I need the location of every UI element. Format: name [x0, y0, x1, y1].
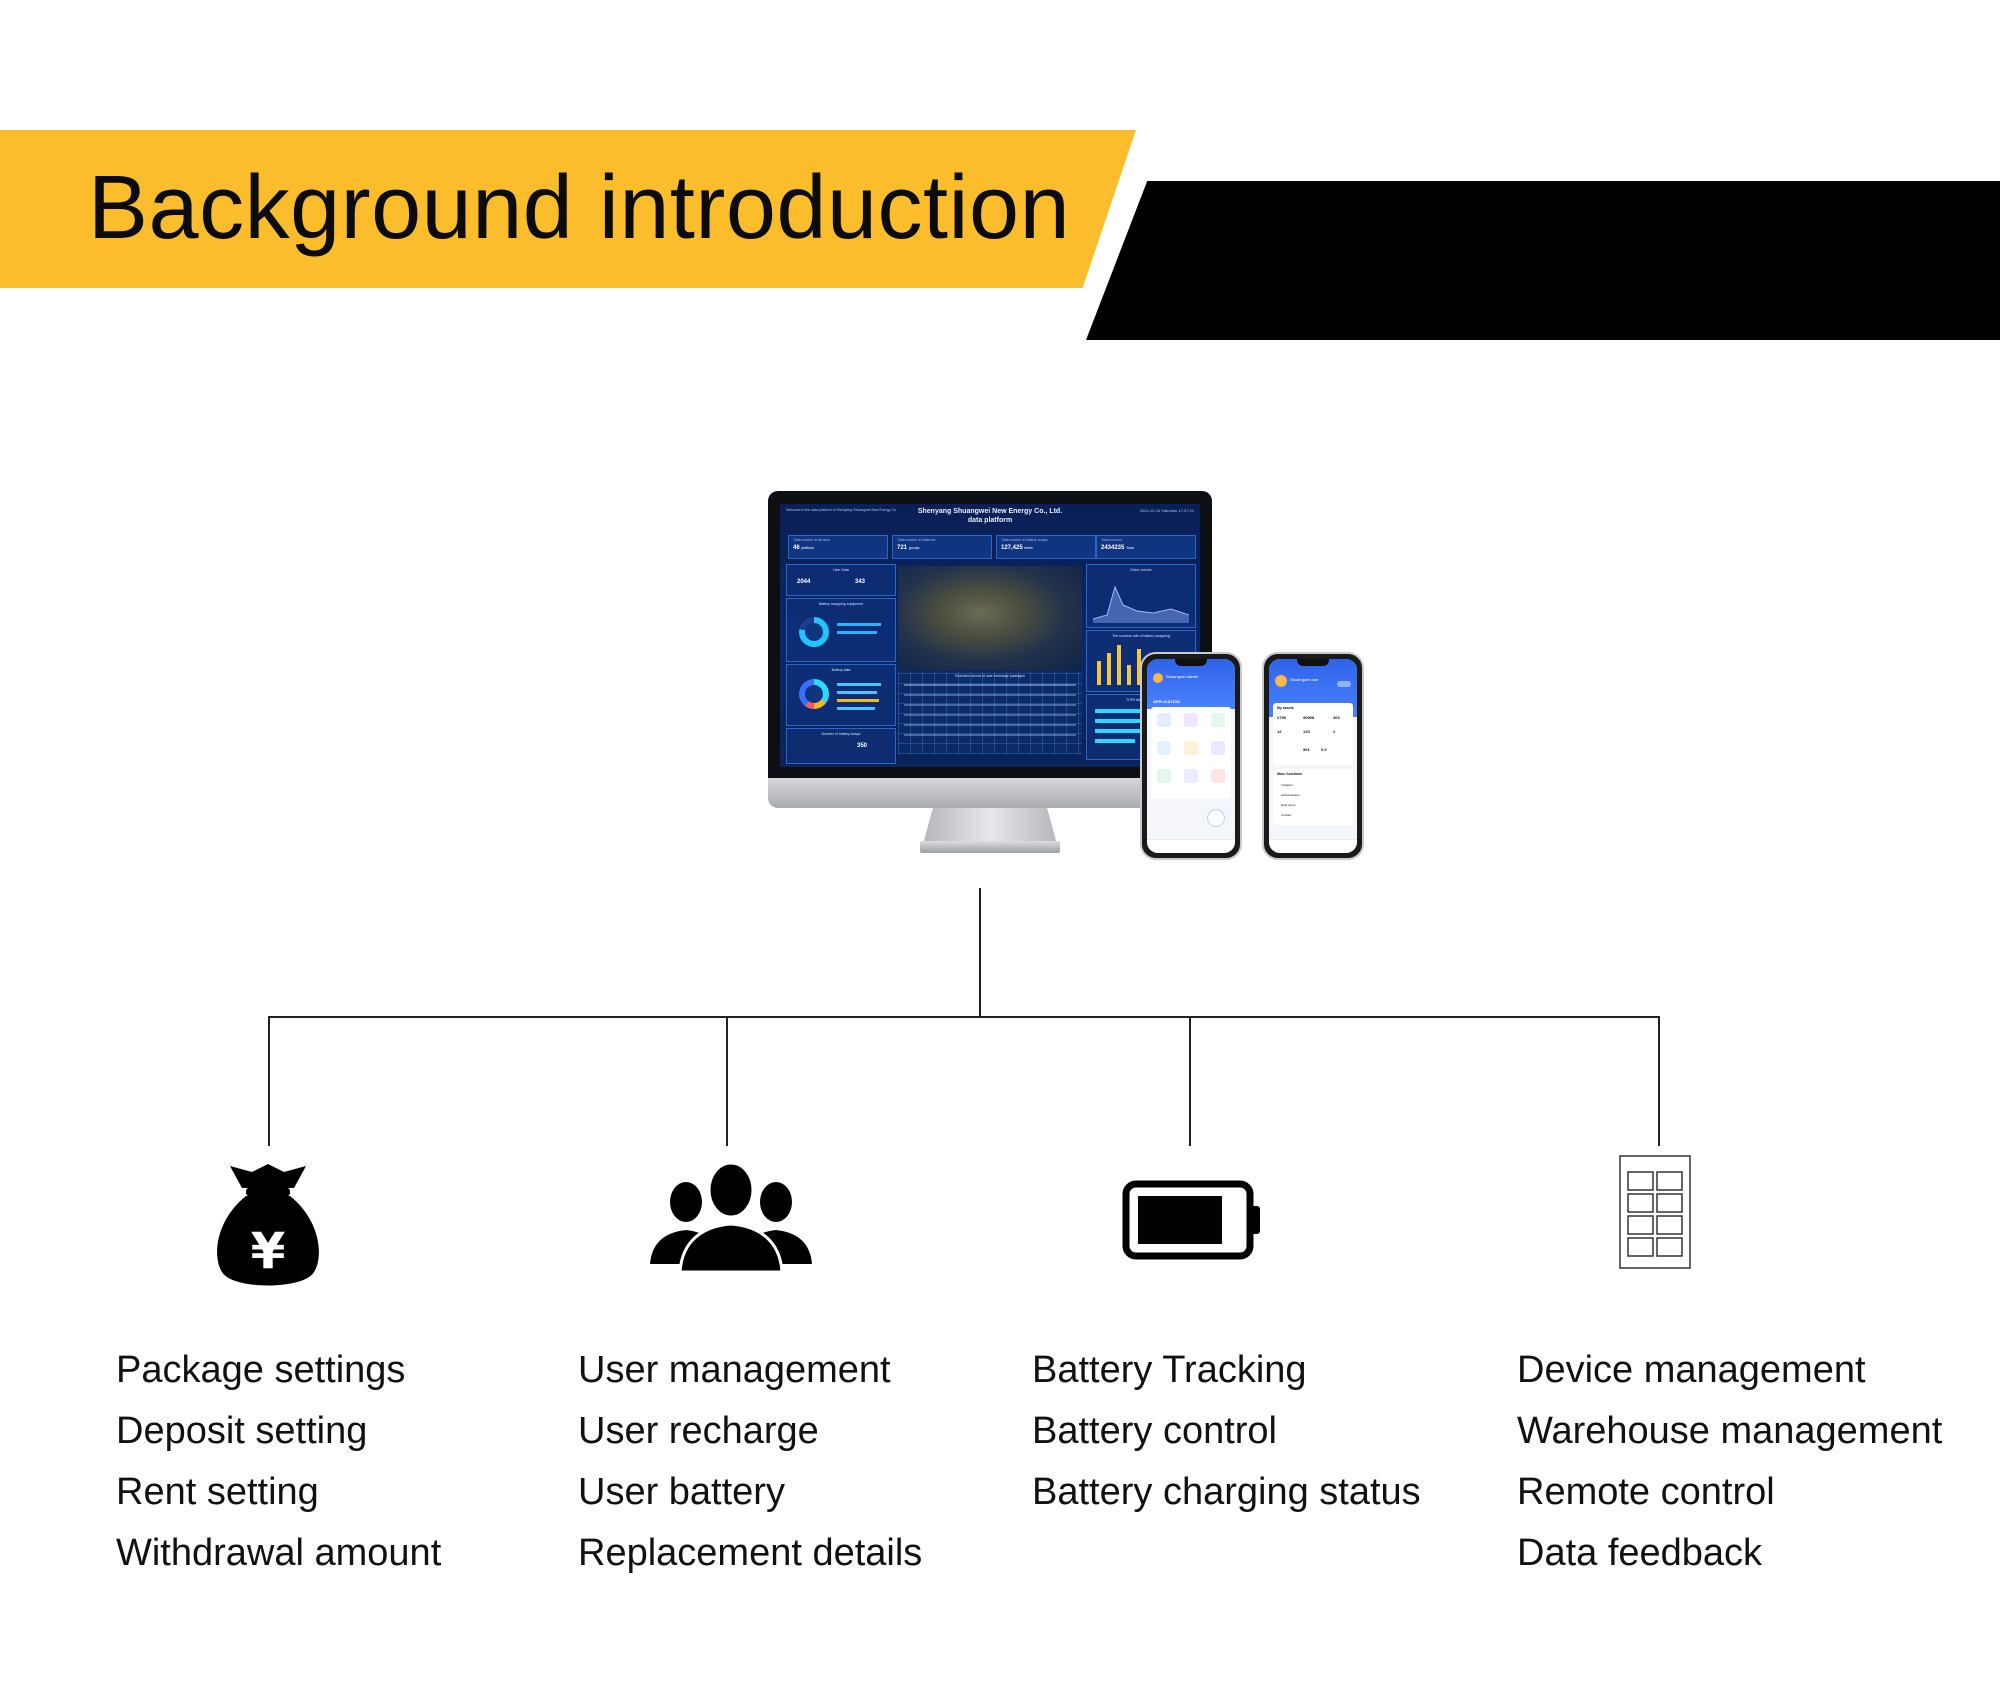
phone-user-app: Shuangwei user My assets 2758 90908 363 …	[1262, 652, 1364, 860]
dashboard-title: Shenyang Shuangwei New Energy Co., Ltd. …	[917, 508, 1063, 524]
feature-item: User management	[578, 1349, 891, 1391]
phone-admin-app: Shuangwei admin APPLICATION	[1140, 652, 1242, 860]
feature-item: Remote control	[1517, 1471, 1775, 1513]
monitor-illustration: Welcome to the data platform of Shenyang…	[768, 491, 1212, 861]
feature-item: Device management	[1517, 1349, 1866, 1391]
feature-item: Package settings	[116, 1349, 406, 1391]
panel-user-data: User Data 2044 343	[786, 564, 896, 596]
feature-list-battery: Battery Tracking Battery control Battery…	[1032, 1340, 1421, 1523]
phone-user-screen: Shuangwei user My assets 2758 90908 363 …	[1269, 659, 1357, 853]
dashboard-screen: Welcome to the data platform of Shenyang…	[780, 504, 1200, 767]
my-assets-card: My assets 2758 90908 363 12 129 2 501 0.…	[1273, 703, 1353, 765]
user-name: Shuangwei user	[1290, 677, 1319, 682]
monitor-chin	[768, 778, 1212, 808]
feature-item: Withdrawal amount	[116, 1532, 442, 1574]
connector-branch-1	[268, 1016, 270, 1146]
feature-item: Battery control	[1032, 1410, 1277, 1452]
panel-battery-swaps: Number of battery swaps 350	[786, 728, 896, 764]
stat-card-devices: Total number of devices 46 platform	[788, 535, 888, 559]
feature-item: Warehouse management	[1517, 1410, 1943, 1452]
stat-card-swaps: Total number of battery swaps 127,425 ti…	[996, 535, 1096, 559]
donut-chart-battery	[799, 679, 829, 709]
tile-equipment	[1157, 713, 1171, 727]
section-label: APPLICATION	[1153, 699, 1180, 704]
feature-item: Battery charging status	[1032, 1471, 1421, 1513]
user-avatar	[1275, 675, 1287, 687]
feature-item: User battery	[578, 1471, 785, 1513]
feature-item: Deposit setting	[116, 1410, 368, 1452]
connector-branch-4	[1658, 1016, 1660, 1146]
panel-battery-swapping: Battery swapping equipment	[786, 598, 896, 662]
area-chart	[1093, 585, 1189, 623]
admin-tile-grid	[1151, 707, 1231, 799]
tile-distribution	[1157, 769, 1171, 783]
tile-change-record	[1184, 769, 1198, 783]
header-banner-yellow	[0, 130, 1136, 288]
phone-admin-header	[1147, 659, 1235, 709]
feature-list-users: User management User recharge User batte…	[578, 1340, 922, 1584]
phone-admin-screen: Shuangwei admin APPLICATION	[1147, 659, 1235, 853]
connector-branch-3	[1189, 1016, 1191, 1146]
battery-icon	[1122, 1180, 1260, 1260]
map-view	[898, 566, 1082, 671]
records-table: Real-time record of user exchange packag…	[898, 672, 1082, 754]
tile-user	[1211, 713, 1225, 727]
float-button	[1207, 809, 1225, 827]
tab-bar	[1147, 839, 1235, 853]
feature-item: Replacement details	[578, 1532, 923, 1574]
feature-item: Battery Tracking	[1032, 1349, 1307, 1391]
monitor-base	[920, 841, 1060, 853]
feature-item: Data feedback	[1517, 1532, 1763, 1574]
stat-card-turnover: Total turnover 2434235 Yuan	[1096, 535, 1196, 559]
tile-store	[1184, 741, 1198, 755]
donut-chart	[799, 617, 829, 647]
connector-trunk	[979, 888, 981, 1017]
connector-horizontal	[268, 1016, 1660, 1018]
connector-branch-2	[726, 1016, 728, 1146]
svg-text:¥: ¥	[251, 1222, 286, 1280]
user-tab-bar	[1269, 839, 1357, 853]
tile-marketing	[1211, 769, 1225, 783]
tile-charge	[1157, 741, 1171, 755]
feature-list-device: Device management Warehouse management R…	[1517, 1340, 1942, 1584]
feature-item: User recharge	[578, 1410, 819, 1452]
user-group-icon	[650, 1161, 812, 1272]
page-title: Background introduction	[88, 158, 1071, 258]
tile-operation	[1184, 713, 1198, 727]
admin-name: Shuangwei admin	[1166, 674, 1198, 679]
cabinet-icon	[1619, 1155, 1691, 1269]
tile-battery	[1211, 741, 1225, 755]
panel-order-volume: Order volume	[1086, 564, 1196, 628]
more-functions-card: More functions Invitation authentication…	[1273, 769, 1353, 825]
header-banner-black	[1086, 181, 2000, 340]
feature-list-finance: Package settings Deposit setting Rent se…	[116, 1340, 441, 1584]
user-badge	[1337, 681, 1351, 687]
avatar	[1153, 673, 1163, 683]
money-bag-yuan-icon: ¥	[217, 1164, 319, 1286]
stat-card-batteries: Total number of batteries 721 groups	[892, 535, 992, 559]
panel-battery-data: Battery data	[786, 664, 896, 726]
dashboard-datetime: 2024-10-15 Saturday 17:07:21	[1139, 508, 1194, 513]
feature-item: Rent setting	[116, 1471, 319, 1513]
dashboard-welcome: Welcome to the data platform of Shenyang…	[786, 508, 898, 512]
